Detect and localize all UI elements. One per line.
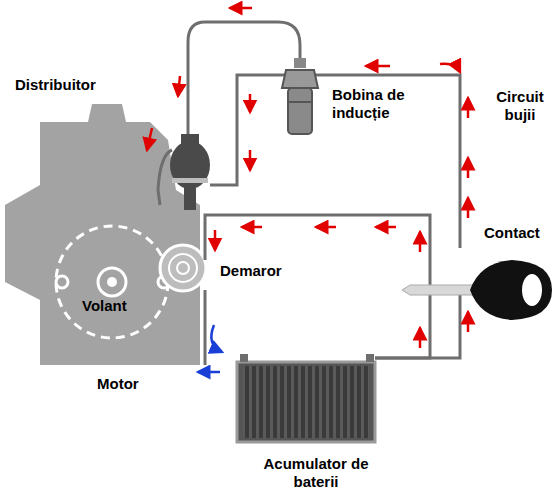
engine-block	[5, 104, 200, 365]
flywheel	[56, 226, 168, 338]
part-label: Acumulator de baterii	[258, 455, 374, 491]
part-label: Bobina de inducție	[332, 86, 444, 122]
ignition-coil	[282, 58, 318, 134]
battery	[237, 354, 375, 442]
part-label: Demaror	[220, 262, 300, 280]
part-label: Motor	[97, 375, 157, 393]
distributor	[170, 134, 210, 210]
wires	[158, 22, 460, 365]
mechanical-arrows	[198, 325, 222, 372]
part-label: Circuit bujii	[488, 88, 552, 124]
part-label: Contact	[484, 224, 556, 242]
part-label: Volant	[82, 297, 142, 315]
starter-motor	[160, 245, 206, 291]
ignition-key	[402, 260, 552, 320]
part-label: Distribuitor	[15, 76, 165, 94]
current-arrows	[147, 8, 468, 348]
